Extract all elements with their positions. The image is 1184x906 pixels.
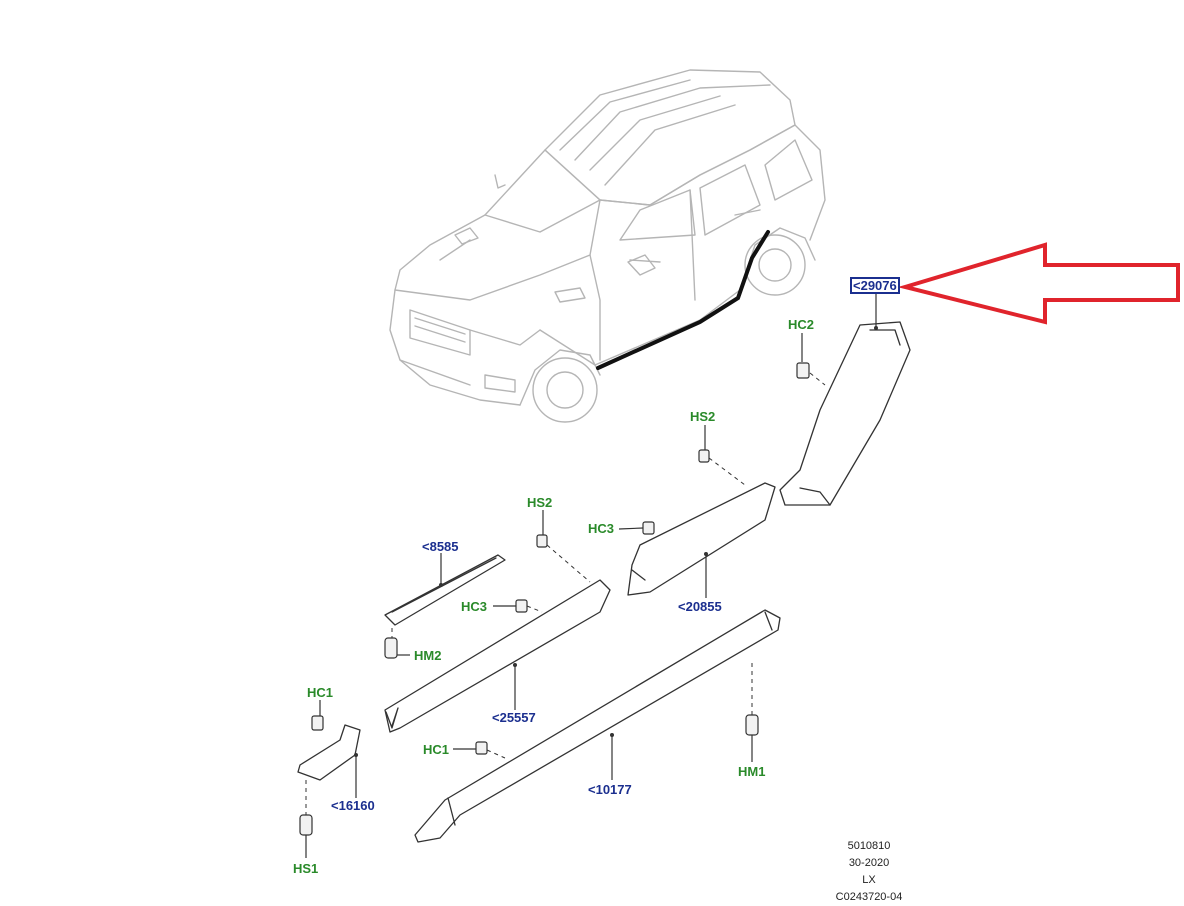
car-illustration — [389, 69, 826, 423]
callout-hs2-lower[interactable]: HS2 — [527, 495, 553, 510]
screw-icon — [299, 814, 313, 836]
reference-line-2: 30-2020 — [848, 857, 890, 869]
callout-8585[interactable]: <8585 — [422, 539, 459, 554]
fastener-icons — [299, 362, 810, 836]
clip-icon — [698, 449, 710, 463]
part-16160-trim — [297, 724, 361, 781]
callout-hm1[interactable]: HM1 — [738, 764, 766, 779]
callout-hc3-lower[interactable]: HC3 — [461, 599, 488, 614]
screw-icon — [745, 714, 759, 736]
callout-hc3-upper[interactable]: HC3 — [588, 521, 615, 536]
car-highlighted-trim — [596, 230, 770, 370]
callout-20855[interactable]: <20855 — [678, 599, 722, 614]
reference-line-3: LX — [862, 874, 876, 886]
clip-icon — [475, 741, 488, 755]
reference-block: 5010810 30-2020 LX C0243720-04 — [819, 838, 919, 906]
callout-10177[interactable]: <10177 — [588, 782, 632, 797]
callout-hc1-middle[interactable]: HC1 — [423, 742, 450, 757]
callout-16160[interactable]: <16160 — [331, 798, 375, 813]
callout-hc1-left[interactable]: HC1 — [307, 685, 334, 700]
clip-icon — [311, 715, 324, 731]
clip-icon — [536, 534, 548, 548]
reference-line-4: C0243720-04 — [835, 891, 903, 903]
part-10177-rocker — [414, 609, 781, 843]
clip-icon — [642, 521, 655, 535]
leader-lines — [305, 294, 877, 858]
callout-hs1[interactable]: HS1 — [293, 861, 319, 876]
clip-icon — [796, 362, 810, 379]
red-pointer-arrow — [897, 242, 1180, 325]
callout-hm2[interactable]: HM2 — [414, 648, 442, 663]
callout-25557[interactable]: <25557 — [492, 710, 536, 725]
part-20855-trim — [627, 482, 776, 596]
callout-hc2[interactable]: HC2 — [788, 317, 815, 332]
dashed-assembly-lines — [305, 372, 826, 815]
callout-hs2-upper[interactable]: HS2 — [690, 409, 716, 424]
parts-drawings — [297, 321, 911, 843]
reference-line-1: 5010810 — [847, 840, 891, 852]
screw-icon — [384, 637, 398, 659]
part-29076-arch-trim — [779, 321, 911, 506]
clip-icon — [515, 599, 528, 613]
part-8585-sill-plate — [384, 554, 506, 626]
part-25557-trim — [384, 579, 611, 733]
callout-29076[interactable]: <29076 — [850, 277, 900, 294]
leader-dots — [354, 326, 878, 757]
